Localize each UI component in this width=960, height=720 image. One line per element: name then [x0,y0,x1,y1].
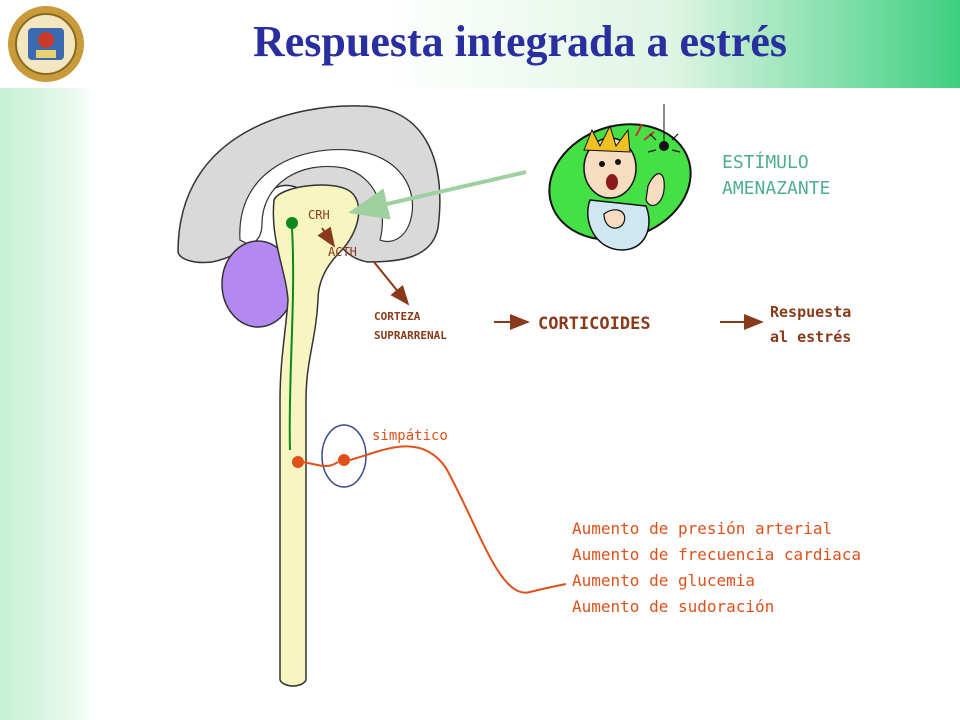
stimulus-arrow [348,170,527,220]
page-title: Respuesta integrada a estrés [252,17,788,66]
effects-list: Aumento de presión arterial Aumento de f… [572,516,861,620]
sympathetic-label: simpático [372,428,448,444]
descending-axon [288,227,295,451]
stimulus-label: ESTÍMULO AMENAZANTE [722,150,830,202]
preganglionic-axon [301,461,339,468]
crh-label: CRH [308,208,330,222]
acth-arrow [373,261,410,306]
response-line2: al estrés [770,328,852,346]
preganglionic-neuron [292,456,304,468]
spinal-cord [272,184,360,687]
effect-item: Aumento de sudoración [572,597,775,616]
header-band [0,0,960,88]
frightened-person-spider-icon [548,104,692,251]
left-band [0,88,96,720]
adrenal-cortex-label: CORTEZA SUPRARRENAL [374,307,447,345]
effect-item: Aumento de presión arterial [572,519,833,538]
university-seal-icon [8,6,84,82]
stimulus-label-line2: AMENAZANTE [722,178,831,199]
effect-item: Aumento de glucemia [572,571,756,590]
crh-arrow [317,226,336,248]
corticoids-label: CORTICOIDES [538,314,651,334]
corpus-callosum [239,148,414,245]
adrenal-line2: SUPRARRENAL [374,329,447,342]
hypothalamic-neuron [286,217,298,229]
stress-response-label: Respuesta al estrés [770,300,851,350]
effect-item: Aumento de frecuencia cardiaca [572,545,861,564]
adrenal-line1: CORTEZA [374,310,421,323]
acth-label: ACTH [328,245,357,259]
stimulus-label-line1: ESTÍMULO [722,152,809,173]
postganglionic-neuron [338,454,350,466]
postganglionic-axon [349,445,567,594]
response-line1: Respuesta [770,303,852,321]
